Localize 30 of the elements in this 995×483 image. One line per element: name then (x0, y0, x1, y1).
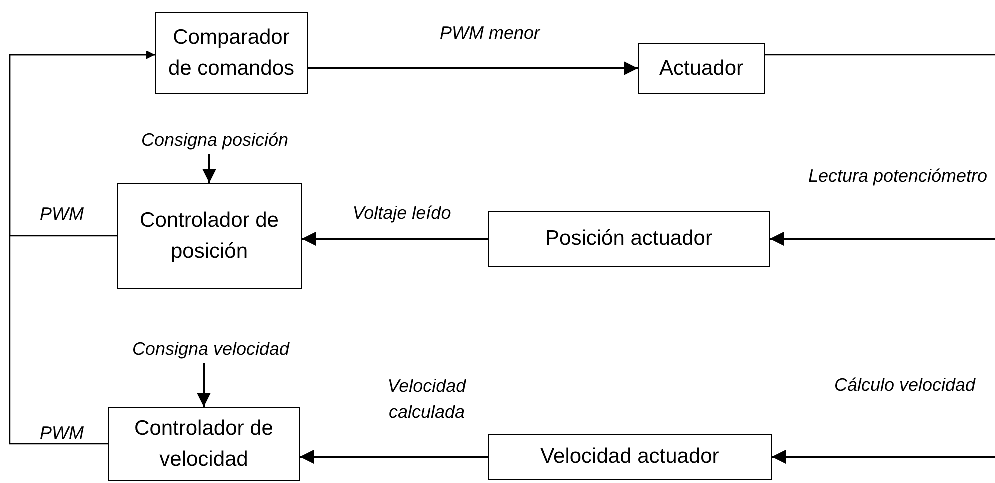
process-box (155, 12, 308, 94)
edge-label: PWM (39, 203, 85, 226)
arrow (770, 232, 995, 246)
box-label: Posición actuador (546, 226, 712, 252)
arrow (9, 50, 155, 445)
box-label: Actuador (659, 56, 744, 82)
box-label: Controlador de posición (139, 208, 280, 265)
edge-label: Voltaje leído (352, 202, 452, 225)
edge-label: Cálculo velocidad (833, 374, 977, 397)
process-box (108, 407, 300, 481)
box-label: Controlador de velocidad (134, 416, 274, 473)
arrow (302, 232, 488, 246)
arrow (197, 363, 211, 407)
connector-line (765, 54, 995, 56)
edge-label: Velocidad calculada (386, 375, 468, 424)
arrow (202, 154, 216, 183)
process-box (488, 434, 772, 480)
arrow (300, 450, 488, 464)
edge-label: Lectura potenciómetro (808, 165, 988, 188)
arrow (772, 450, 995, 464)
input-label: Consigna posición (100, 126, 330, 154)
process-box (638, 43, 765, 94)
process-box (488, 211, 770, 267)
box-label: Velocidad actuador (540, 444, 720, 470)
edge-label: PWM menor (438, 22, 542, 45)
arrow (308, 62, 638, 76)
edge-label: PWM (39, 422, 85, 445)
box-label: Comparador de comandos (167, 24, 296, 82)
process-box (117, 183, 302, 289)
input-label: Consigna velocidad (96, 335, 326, 363)
